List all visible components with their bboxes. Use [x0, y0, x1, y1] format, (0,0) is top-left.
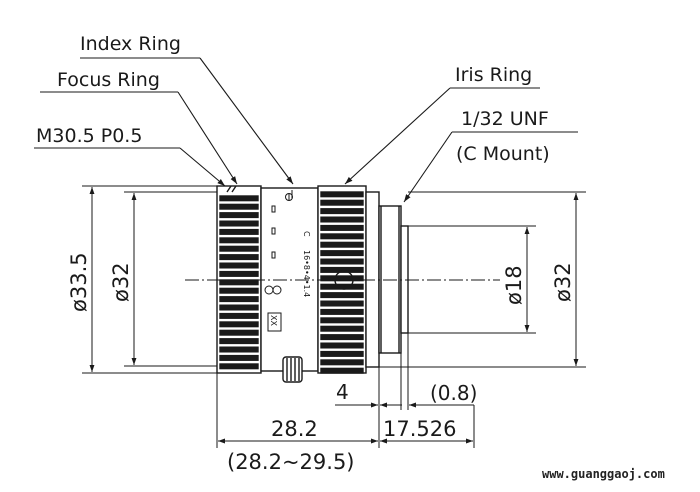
knurl-groove [219, 279, 259, 286]
rear-diameter-dim: ø32 [551, 262, 575, 302]
outer-diameter-dim: ø33.5 [67, 252, 91, 312]
knurl-groove [219, 312, 259, 319]
knurl-groove [320, 233, 364, 240]
focus-ring-label: Focus Ring [57, 69, 160, 91]
knurl-groove [219, 354, 259, 361]
knurl-groove [320, 224, 364, 231]
index-ring [260, 187, 319, 372]
dimension-lines [82, 185, 586, 448]
knurl-groove [320, 367, 364, 374]
callout-leaders [34, 57, 578, 203]
lock-screw [282, 356, 303, 383]
knurl-groove [219, 363, 259, 370]
knurl-groove [320, 350, 364, 357]
knurl-groove [320, 250, 364, 257]
rear-body [365, 191, 380, 368]
knurl-groove [219, 304, 259, 311]
mount-diameter-dim: ø18 [502, 265, 526, 305]
mount-gap-dim: (0.8) [430, 381, 477, 405]
lock-mark: XX [269, 315, 278, 326]
knurl-groove [320, 216, 364, 223]
knurl-groove [219, 212, 259, 219]
knurl-groove [219, 195, 259, 202]
index-ring-label: Index Ring [80, 33, 181, 55]
focus-ring-knurling [219, 195, 259, 370]
flange-focal-dim: 17.526 [383, 417, 456, 441]
knurl-groove [219, 262, 259, 269]
knurl-groove [219, 329, 259, 336]
knurl-groove [219, 228, 259, 235]
knurl-groove [219, 254, 259, 261]
watermark: www.guanggaoj.com [542, 467, 665, 481]
front-diameter-dim: ø32 [109, 262, 133, 302]
knurl-groove [320, 191, 364, 198]
lens-body [216, 185, 409, 383]
knurl-groove [320, 308, 364, 315]
knurl-groove [320, 334, 364, 341]
knurl-groove [219, 346, 259, 353]
iris-ring-label: Iris Ring [455, 64, 532, 86]
mount-collar [378, 205, 402, 354]
mount-type-label: (C Mount) [456, 143, 550, 165]
knurl-groove [219, 296, 259, 303]
flange-offset-dim: 4 [336, 380, 349, 404]
knurl-groove [219, 270, 259, 277]
knurl-groove [219, 287, 259, 294]
knurl-groove [219, 237, 259, 244]
knurl-groove [320, 317, 364, 324]
aperture-scale: 16•8•4•1.4 [302, 250, 311, 297]
body-length-range-dim: (28.2~29.5) [227, 450, 355, 474]
knurl-groove [320, 292, 364, 299]
iris-ring-knurling [320, 191, 364, 374]
knurl-groove [219, 203, 259, 210]
knurl-groove [320, 199, 364, 206]
c-mount-thread [400, 225, 409, 334]
knurl-groove [320, 266, 364, 273]
close-mark: C [302, 231, 311, 237]
index-markings: C 16•8•4•1.4 XX [264, 190, 311, 332]
knurl-groove [320, 208, 364, 215]
knurl-groove [219, 338, 259, 345]
knurl-groove [320, 342, 364, 349]
knurl-groove [320, 258, 364, 265]
knurl-groove [320, 275, 364, 282]
knurl-groove [320, 300, 364, 307]
knurl-groove [320, 325, 364, 332]
knurl-groove [219, 220, 259, 227]
mount-thread-label: 1/32 UNF [461, 108, 549, 130]
knurl-groove [320, 241, 364, 248]
body-length-dim: 28.2 [271, 417, 318, 441]
knurl-groove [219, 245, 259, 252]
knurl-groove [219, 321, 259, 328]
knurl-groove [320, 359, 364, 366]
thread-label: M30.5 P0.5 [36, 125, 142, 147]
